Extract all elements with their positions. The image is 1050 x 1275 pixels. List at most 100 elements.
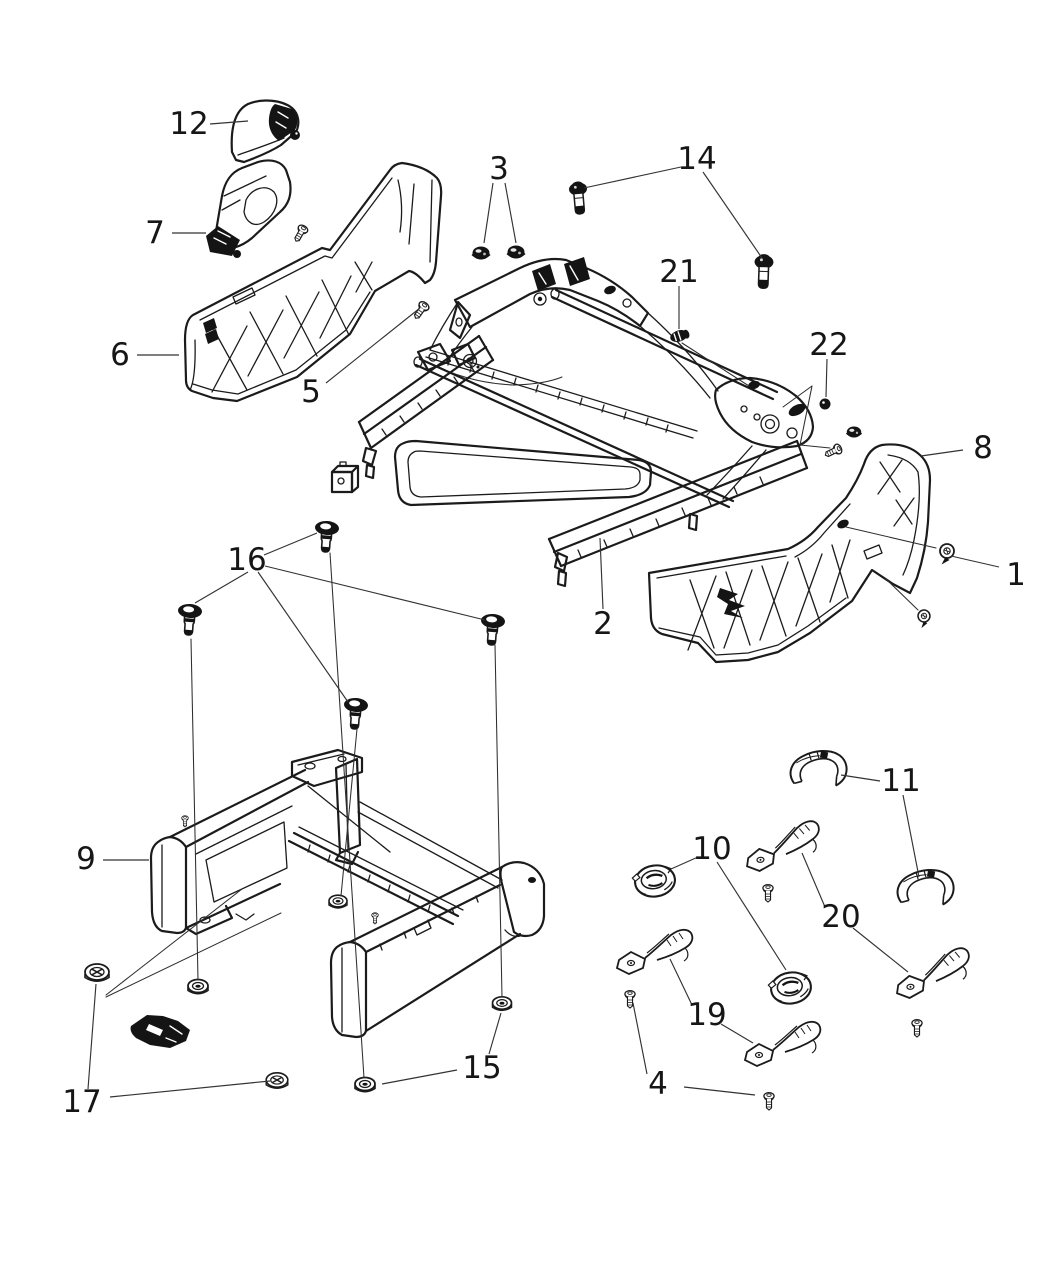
leader-line [716,861,787,971]
callout-17: 17 [62,983,271,1120]
part-number-label: 10 [692,831,731,867]
nutA-fastener [471,245,491,261]
indicator-line [190,638,199,981]
hook-fastener [616,928,694,975]
part-number-label: 4 [648,1066,668,1102]
part-number-label: 11 [881,763,920,799]
leader-line [702,171,763,259]
hook-fastener [744,1020,822,1067]
indicator-line [105,888,243,996]
seat-shield-right-part-8 [647,443,932,664]
leader-line [670,856,699,870]
leader-line [263,532,318,556]
callout-20: 20 [801,852,909,973]
leader-line [669,958,693,1006]
leader-line [504,182,517,244]
bolt-fastener [567,179,590,216]
callout-11: 11 [840,763,921,878]
part-number-label: 14 [677,141,716,177]
screw-fastener [762,883,774,903]
armrest-handle-part-12 [230,99,300,164]
leader-line [381,1069,458,1085]
pin-fastener [312,519,341,554]
nutA-fastener [845,425,863,439]
callout-5: 5 [301,307,421,410]
hook-fastener [742,819,824,874]
part-number-label: 17 [62,1084,101,1120]
clip21-fastener [668,326,692,345]
part-number-label: 19 [687,997,726,1033]
hook-fastener [892,946,974,1001]
dot-fastener [819,398,831,410]
screw-fastener [763,1091,775,1111]
nutB-fastener [491,995,513,1012]
clip-fastener [786,746,850,793]
callout-3: 3 [483,151,517,244]
seat-adjuster-track-part-2 [330,257,815,588]
seat-shield-left-part-6 [183,161,443,403]
seat-riser-part-9 [130,748,546,1048]
leader-line [720,1023,754,1044]
leader-line [264,565,486,621]
indicator-line [799,444,831,449]
indicator-line [340,728,358,897]
callout-19: 19 [669,958,754,1044]
recliner-handle-bezel-part-7 [206,159,292,258]
indicator-line [329,552,365,1079]
callout-6: 6 [110,337,179,373]
screw-fastener [371,912,379,925]
leader-line [87,983,97,1090]
indicator-line [884,577,919,611]
nutB-fastener [328,894,348,909]
indicator-line [845,526,937,549]
part-number-label: 7 [145,215,165,251]
nutB-fastener [354,1076,376,1093]
leader-line [583,166,682,189]
indicator-line [782,385,813,408]
callout-12: 12 [169,106,249,142]
part-number-label: 9 [76,841,96,877]
part-number-label: 5 [301,374,321,410]
torx-fastener [939,543,955,566]
callout-22: 22 [809,327,849,398]
leader-line [683,1086,756,1096]
part-number-label: 21 [659,254,698,290]
leader-line [257,571,349,703]
screw-fastener [822,442,844,461]
leader-line [483,182,494,244]
leader-line [920,449,964,457]
leader-line [825,358,828,398]
leader-line [852,927,909,973]
leader-line [109,1080,271,1098]
callout-10: 10 [670,831,787,971]
screw-fastener [290,222,310,245]
leader-line [209,120,249,125]
part-number-label: 12 [169,106,208,142]
callout-4: 4 [632,1002,756,1102]
leader-line [902,794,920,878]
indicator-line-layer [105,342,937,1079]
torx-fastener [916,608,933,630]
leader-line [599,537,604,610]
pin-fastener [175,602,204,637]
leader-line [632,1002,648,1075]
leader-line [194,571,249,604]
indicator-line [799,385,813,446]
part-number-label: 22 [809,327,848,363]
grommet-fastener [629,861,679,901]
part-number-label: 3 [489,151,509,187]
screw-fastener [410,299,432,322]
leader-line [801,852,826,908]
leader-line [325,307,421,384]
pin-fastener [341,696,370,731]
hardware-layer [84,179,974,1111]
leader-line [488,1012,502,1055]
part-number-label: 8 [973,430,993,466]
callout-14: 14 [583,141,763,259]
callout-8: 8 [920,430,993,466]
grommet-fastener [765,968,815,1008]
callout-1: 1 [950,555,1026,593]
